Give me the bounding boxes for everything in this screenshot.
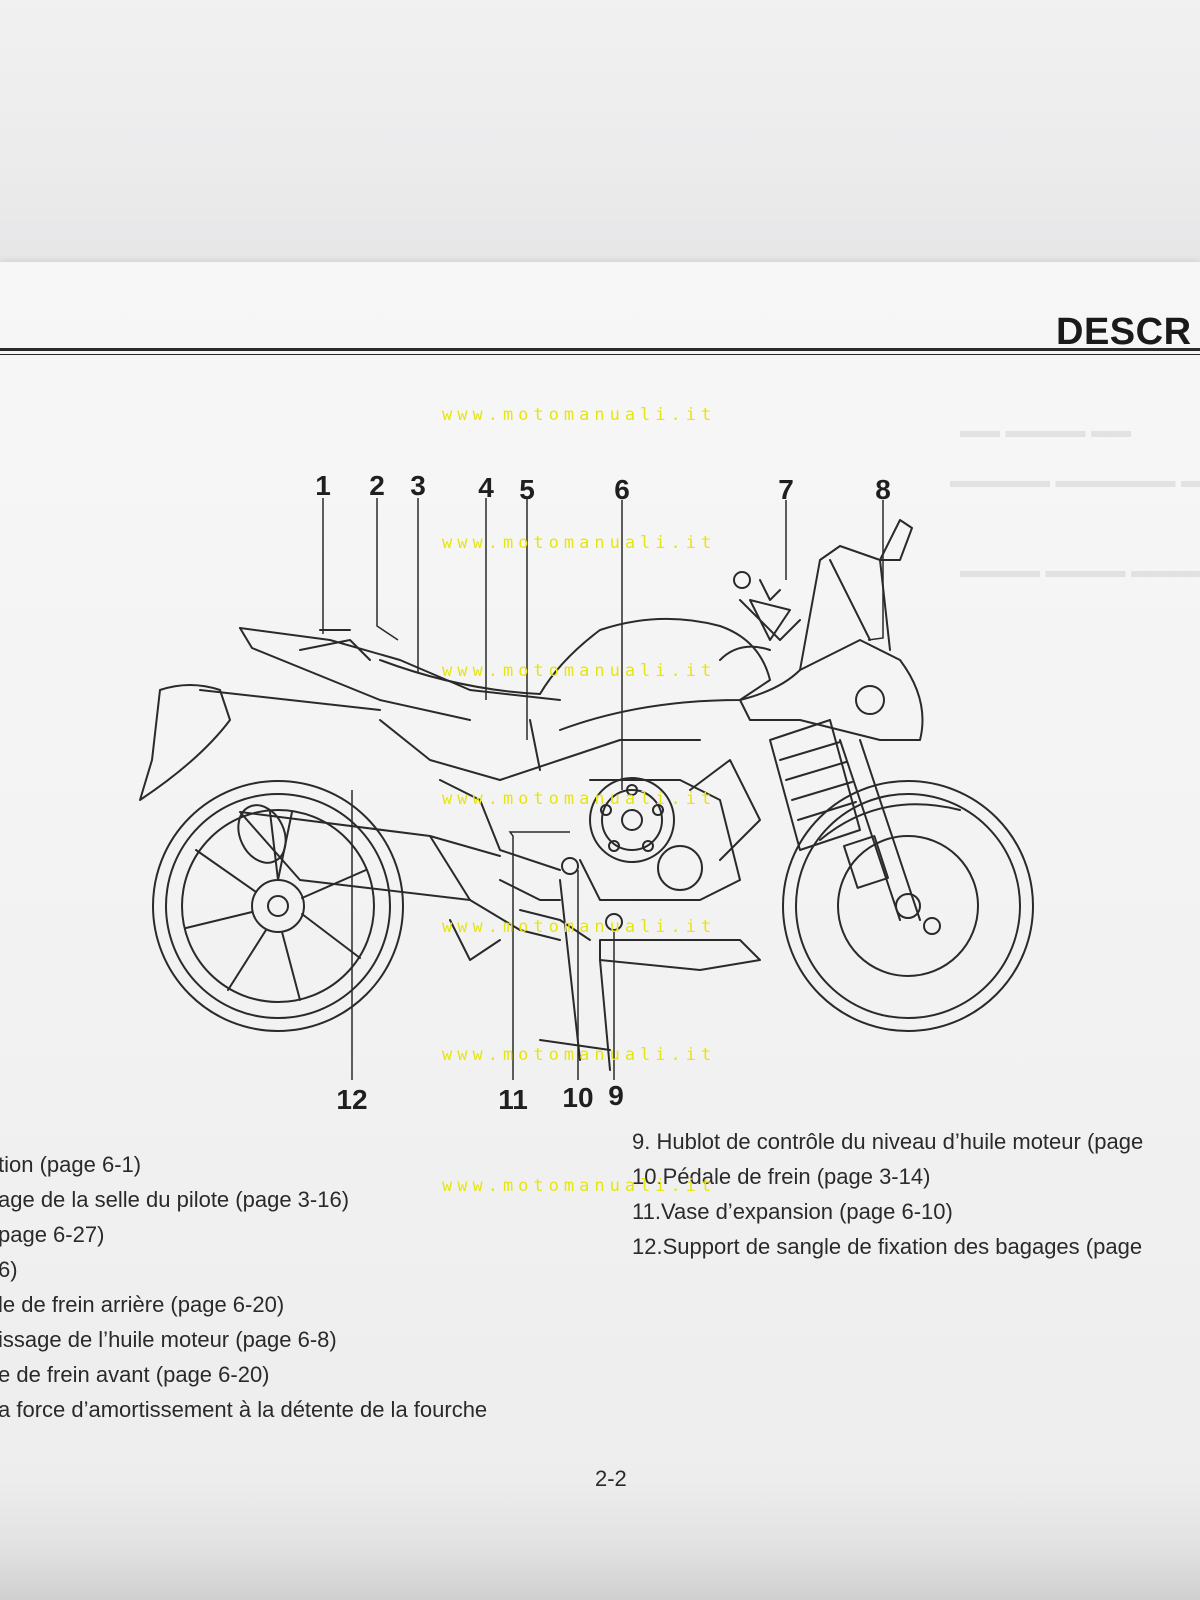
background-surface [0, 0, 1200, 300]
callout-4: 4 [478, 472, 494, 503]
page-shadow [0, 1480, 1200, 1600]
legend-item: age de la selle du pilote (page 3-16) [0, 1187, 350, 1212]
callout-11: 11 [498, 1084, 528, 1115]
callout-7: 7 [778, 474, 794, 505]
bleed-through-text: ▬▬ ▬▬▬▬ ▬▬ [960, 420, 1132, 442]
legend-item: 11.Vase d’expansion (page 6-10) [632, 1199, 953, 1224]
legend-item: 10.Pédale de frein (page 3-14) [632, 1164, 931, 1189]
callout-12: 12 [336, 1084, 368, 1115]
callout-5: 5 [519, 474, 535, 505]
fairing [719, 519, 924, 741]
callout-10: 10 [562, 1082, 594, 1113]
manual-page [0, 262, 1200, 1600]
watermark: www.motomanuali.it [442, 917, 717, 937]
header-rule [0, 348, 1200, 351]
seat-tank [379, 617, 771, 771]
callout-2: 2 [369, 470, 385, 501]
legend-left: tion (page 6-1) age de la selle du pilot… [0, 1147, 487, 1427]
callout-8: 8 [875, 474, 891, 505]
watermark: www.motomanuali.it [442, 533, 717, 553]
watermark: www.motomanuali.it [442, 1045, 717, 1065]
callout-6: 6 [614, 474, 630, 505]
front-wheel [782, 739, 1034, 1032]
legend-item: le de frein arrière (page 6-20) [0, 1292, 285, 1317]
section-title: DESCR [1056, 311, 1192, 353]
legend-item: page 6-27) [0, 1222, 105, 1247]
watermark: www.motomanuali.it [442, 1176, 717, 1196]
bleed-through-text: ▬▬▬▬ ▬▬▬▬ ▬▬▬▬▬ [960, 560, 1200, 582]
legend-item: tion (page 6-1) [0, 1152, 142, 1177]
legend-item: 12.Support de sangle de fixation des bag… [632, 1234, 1143, 1259]
page-number: 2-2 [595, 1466, 627, 1491]
legend-item: 9. Hublot de contrôle du niveau d’huile … [632, 1129, 1144, 1154]
radiator [769, 719, 861, 851]
legend-item: e de frein avant (page 6-20) [0, 1362, 270, 1387]
header-rule-thin [0, 354, 1200, 355]
engine-frame [379, 719, 761, 1071]
watermark: www.motomanuali.it [442, 661, 717, 681]
callout-3: 3 [410, 470, 426, 501]
exhaust [237, 804, 561, 941]
watermark: www.motomanuali.it [442, 405, 717, 425]
legend-item: a force d’amortissement à la détente de … [0, 1397, 488, 1422]
legend-item: 6) [0, 1257, 18, 1282]
legend-right: 9. Hublot de contrôle du niveau d’huile … [632, 1124, 1143, 1264]
watermark: www.motomanuali.it [442, 789, 717, 809]
callout-1: 1 [315, 470, 331, 501]
tail-section [139, 627, 561, 801]
callout-9: 9 [608, 1080, 624, 1111]
bleed-through-text: ▬▬▬▬▬ ▬▬▬▬▬▬ ▬▬▬ [950, 470, 1200, 492]
legend-item: issage de l’huile moteur (page 6-8) [0, 1327, 337, 1352]
